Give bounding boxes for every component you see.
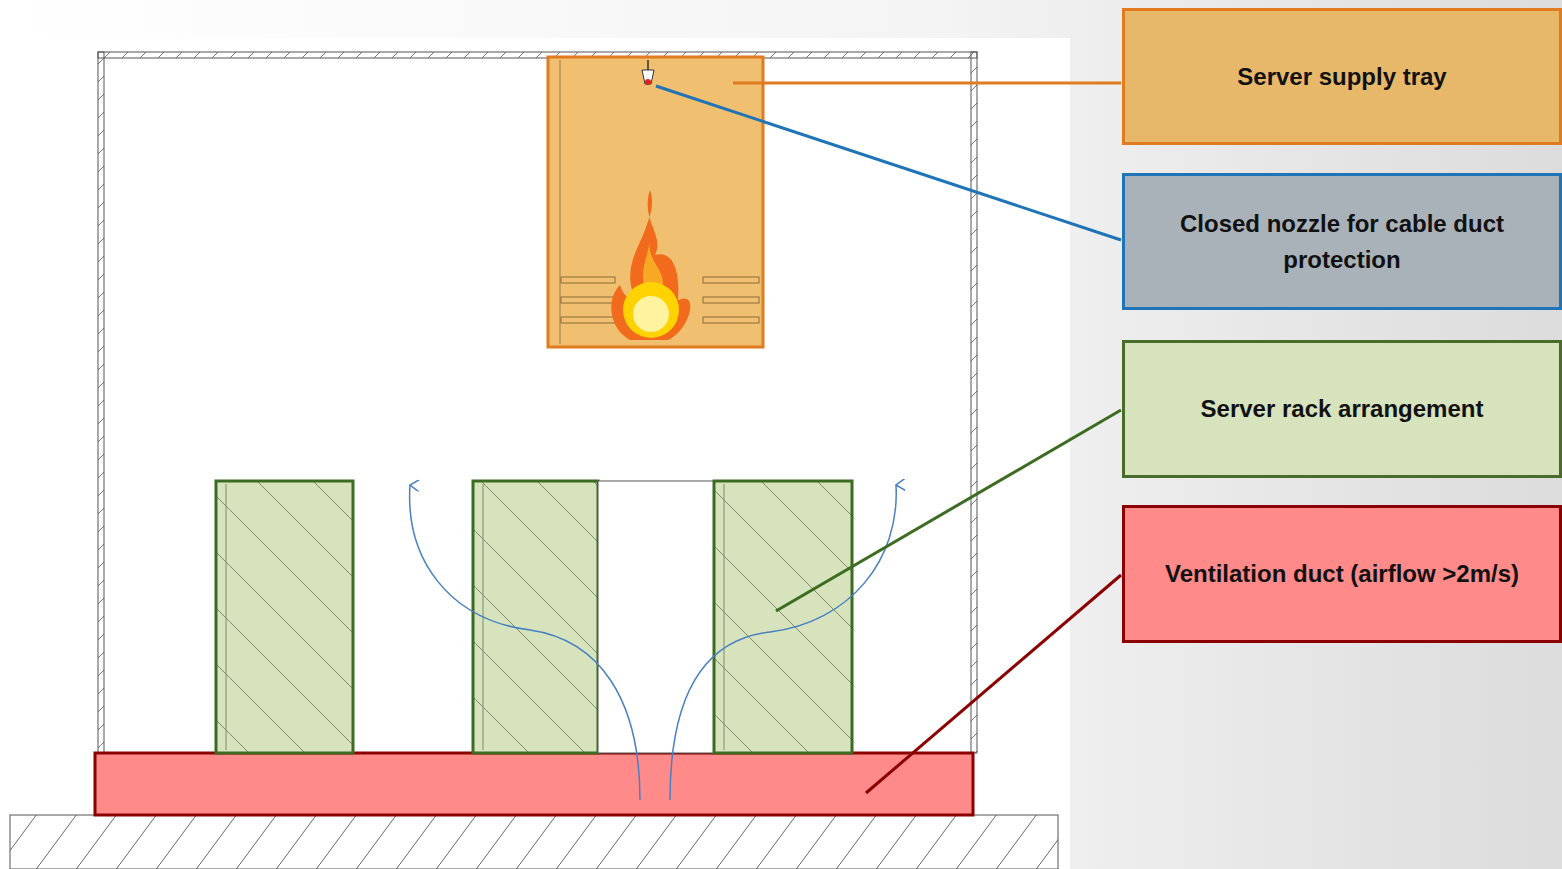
ground-slab (10, 815, 1058, 869)
ventilation-duct (95, 753, 973, 815)
fire (611, 190, 690, 340)
callout-box: Server supply tray (1122, 8, 1562, 145)
nozzle (642, 60, 654, 85)
callout-box: Ventilation duct (airflow >2m/s) (1122, 505, 1562, 643)
callout-text: Server supply tray (1219, 59, 1464, 95)
callout-text: Ventilation duct (airflow >2m/s) (1147, 556, 1537, 592)
drawing-panel (0, 38, 1070, 869)
supply-tray (548, 57, 763, 347)
leader-lines (656, 83, 1121, 793)
callout-box: Closed nozzle for cable duct protection (1122, 173, 1562, 310)
server-racks (216, 481, 852, 753)
airflow-arrows (410, 485, 897, 800)
room-walls (98, 52, 977, 753)
callout-text: Server rack arrangement (1183, 391, 1502, 427)
callout-text: Closed nozzle for cable duct protection (1125, 206, 1559, 278)
callout-box: Server rack arrangement (1122, 340, 1562, 478)
